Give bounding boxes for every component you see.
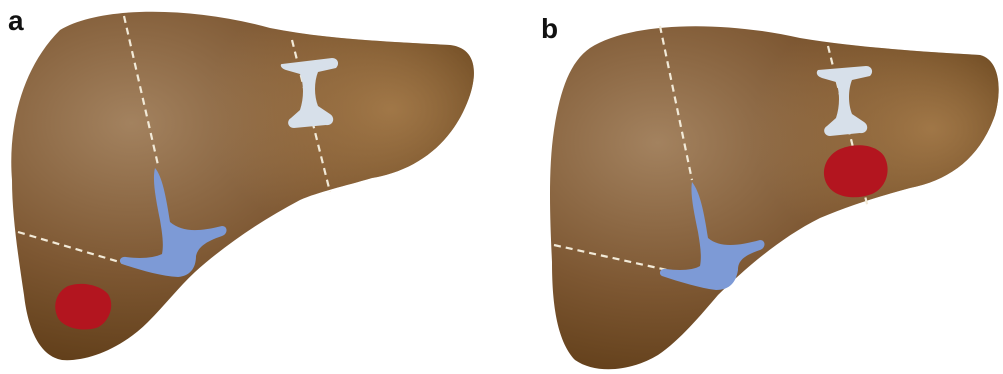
liver-b-highlight — [550, 26, 999, 369]
panel-a: a — [8, 5, 474, 360]
panel-a-label: a — [8, 5, 24, 36]
panel-b: b — [541, 13, 999, 369]
panel-b-label: b — [541, 13, 558, 44]
lesion-a — [55, 284, 111, 330]
